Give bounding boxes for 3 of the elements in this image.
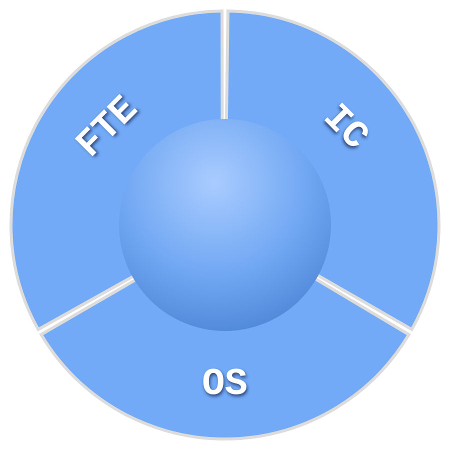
segment-label: FTE [70, 90, 146, 166]
segment-label: IC [315, 98, 374, 158]
segment-label: OS [202, 366, 248, 404]
